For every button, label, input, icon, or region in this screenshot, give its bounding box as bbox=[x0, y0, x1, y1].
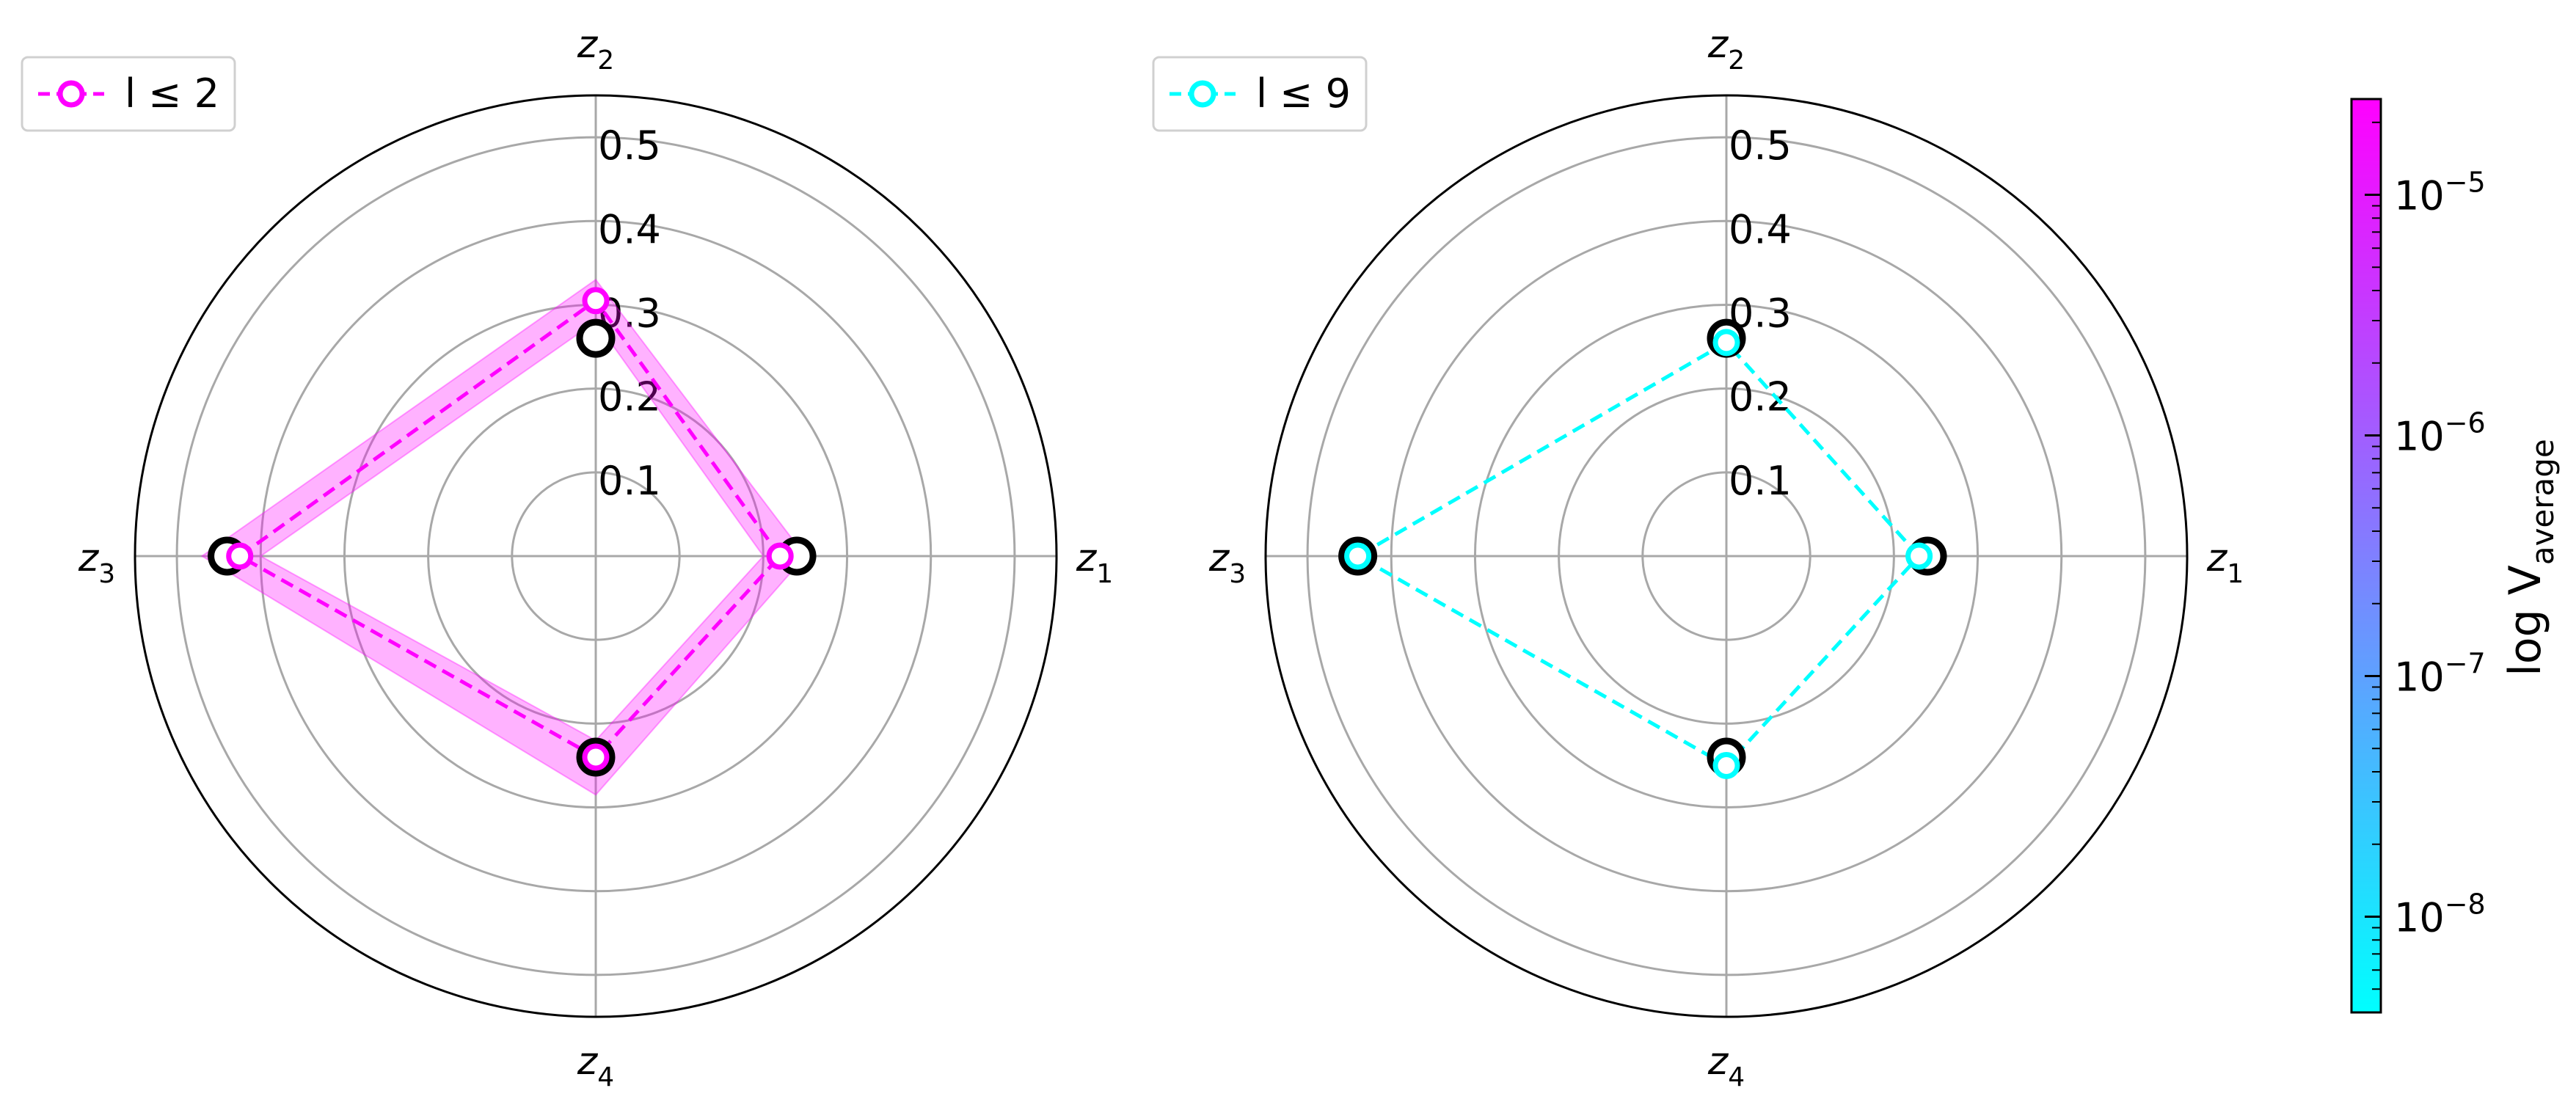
polar-frame bbox=[134, 94, 1058, 1018]
axis-label-z3: z3 bbox=[1208, 536, 1246, 589]
series-marker bbox=[1712, 329, 1740, 357]
axis-label-z2-sub: 2 bbox=[1728, 45, 1745, 76]
axis-label-z3-base: z bbox=[78, 536, 100, 580]
legend-label: l ≤ 2 bbox=[125, 70, 219, 117]
colorbar-tick-base: 10 bbox=[2394, 173, 2445, 219]
series-band-1 bbox=[200, 278, 806, 796]
r-tick-label: 0.5 bbox=[1729, 123, 1792, 169]
r-tick-label: 0.2 bbox=[598, 374, 661, 420]
axis-label-z1-sub: 1 bbox=[2227, 559, 2244, 589]
r-tick-label: 0.1 bbox=[598, 458, 661, 504]
colorbar-tick-label: 10−5 bbox=[2394, 167, 2486, 219]
colorbar-label: log Vaverage bbox=[2500, 439, 2561, 676]
series-marker bbox=[1905, 542, 1933, 570]
colorbar-tick-label: 10−7 bbox=[2394, 647, 2486, 700]
colorbar-gradient bbox=[2350, 98, 2382, 1014]
axis-label-z1: z1 bbox=[2206, 536, 2244, 589]
axis-label-z1: z1 bbox=[1076, 536, 1113, 589]
series-marker bbox=[582, 287, 610, 315]
colorbar-tick-base: 10 bbox=[2394, 414, 2445, 460]
legend: l ≤ 2 bbox=[21, 56, 236, 132]
colorbar-label-sub: average bbox=[2525, 439, 2561, 565]
axis-label-z2: z2 bbox=[577, 23, 614, 76]
axis-label-z3-sub: 3 bbox=[98, 559, 115, 589]
colorbar-tick-exp: −6 bbox=[2445, 407, 2486, 439]
r-tick-label: 0.4 bbox=[1729, 206, 1792, 252]
series-marker bbox=[1712, 751, 1740, 779]
axis-label-z2-sub: 2 bbox=[597, 45, 614, 76]
series-marker bbox=[226, 542, 254, 570]
r-tick-label: 0.1 bbox=[1729, 458, 1792, 504]
axis-label-z1-base: z bbox=[2206, 536, 2228, 580]
legend-marker bbox=[57, 80, 85, 108]
colorbar-tick-base: 10 bbox=[2394, 894, 2445, 941]
axis-label-z4-sub: 4 bbox=[1728, 1062, 1745, 1092]
series-marker bbox=[766, 542, 794, 570]
axis-label-z1-sub: 1 bbox=[1096, 559, 1113, 589]
axis-label-z3: z3 bbox=[78, 536, 115, 589]
axis-label-z2: z2 bbox=[1707, 23, 1745, 76]
colorbar-tick-label: 10−8 bbox=[2394, 888, 2486, 941]
axis-label-z3-base: z bbox=[1208, 536, 1230, 580]
axis-label-z4: z4 bbox=[577, 1040, 614, 1092]
series-marker bbox=[582, 743, 610, 771]
colorbar-tick-exp: −5 bbox=[2445, 167, 2486, 199]
legend-marker bbox=[1189, 80, 1216, 108]
legend-label: l ≤ 9 bbox=[1256, 70, 1351, 117]
colorbar-label-main: log V bbox=[2500, 565, 2551, 676]
series-marker bbox=[1344, 542, 1372, 570]
axis-label-z4: z4 bbox=[1707, 1040, 1745, 1092]
axis-label-z3-sub: 3 bbox=[1229, 559, 1246, 589]
colorbar-tick-label: 10−6 bbox=[2394, 407, 2486, 460]
series-line-1 bbox=[236, 298, 783, 760]
legend-box bbox=[1152, 56, 1368, 132]
axis-label-z2-base: z bbox=[577, 23, 599, 67]
colorbar-tick-exp: −7 bbox=[2445, 647, 2486, 679]
r-tick-label: 0.4 bbox=[598, 206, 661, 252]
axis-label-z4-sub: 4 bbox=[597, 1062, 614, 1092]
colorbar-tick-exp: −8 bbox=[2445, 888, 2486, 920]
legend: l ≤ 9 bbox=[1152, 56, 1368, 132]
axis-label-z2-base: z bbox=[1707, 23, 1729, 67]
reference-marker bbox=[576, 318, 616, 358]
colorbar-tick-base: 10 bbox=[2394, 654, 2445, 700]
axis-label-z4-base: z bbox=[1707, 1040, 1729, 1084]
axis-label-z1-base: z bbox=[1076, 536, 1098, 580]
legend-box bbox=[21, 56, 236, 132]
axis-label-z4-base: z bbox=[577, 1040, 599, 1084]
polar-frame bbox=[1264, 94, 2189, 1018]
series-line-1 bbox=[1354, 340, 1922, 768]
r-tick-label: 0.5 bbox=[598, 123, 661, 169]
